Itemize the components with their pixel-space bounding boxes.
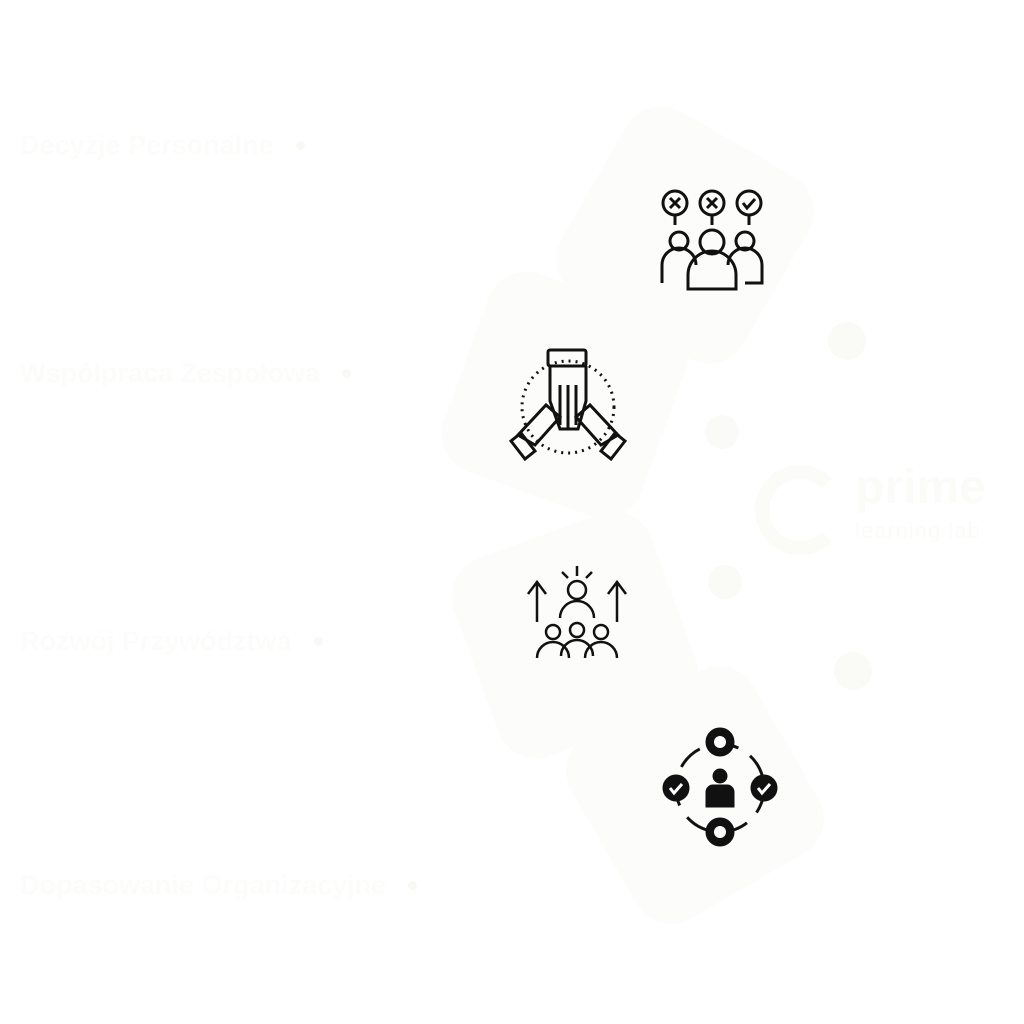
background-dot — [708, 565, 742, 599]
item-label-dopasowanie: Dopasowanie Organizacyjne — [20, 870, 418, 901]
item-label-wspolpraca: Współpraca Zespołowa — [20, 358, 352, 389]
item-label-decyzje: Decyzje Personalne — [20, 130, 305, 161]
label-text: Współpraca Zespołowa — [20, 358, 321, 388]
prime-learning-lab-logo: prime learning lab — [755, 460, 1015, 570]
bullet-dot — [313, 637, 323, 646]
bullet-dot — [408, 881, 418, 890]
label-text: Rozwój Przywództwa — [20, 626, 292, 656]
logo-tagline: learning lab — [855, 518, 981, 543]
item-label-rozwoj: Rozwój Przywództwa — [20, 626, 323, 657]
label-text: Dopasowanie Organizacyjne — [20, 870, 387, 900]
bullet-dot — [295, 141, 305, 150]
background-dot — [828, 322, 866, 360]
logo-name: prime — [855, 461, 986, 514]
stacked-hands-icon — [508, 348, 628, 462]
background-dot — [834, 652, 872, 690]
person-gears-icon — [662, 727, 778, 847]
voting-people-icon — [660, 189, 764, 291]
bullet-dot — [342, 369, 352, 378]
logo-mark — [755, 465, 845, 555]
background-dot — [705, 415, 739, 449]
leader-growth-icon — [527, 566, 627, 659]
label-text: Decyzje Personalne — [20, 130, 274, 160]
